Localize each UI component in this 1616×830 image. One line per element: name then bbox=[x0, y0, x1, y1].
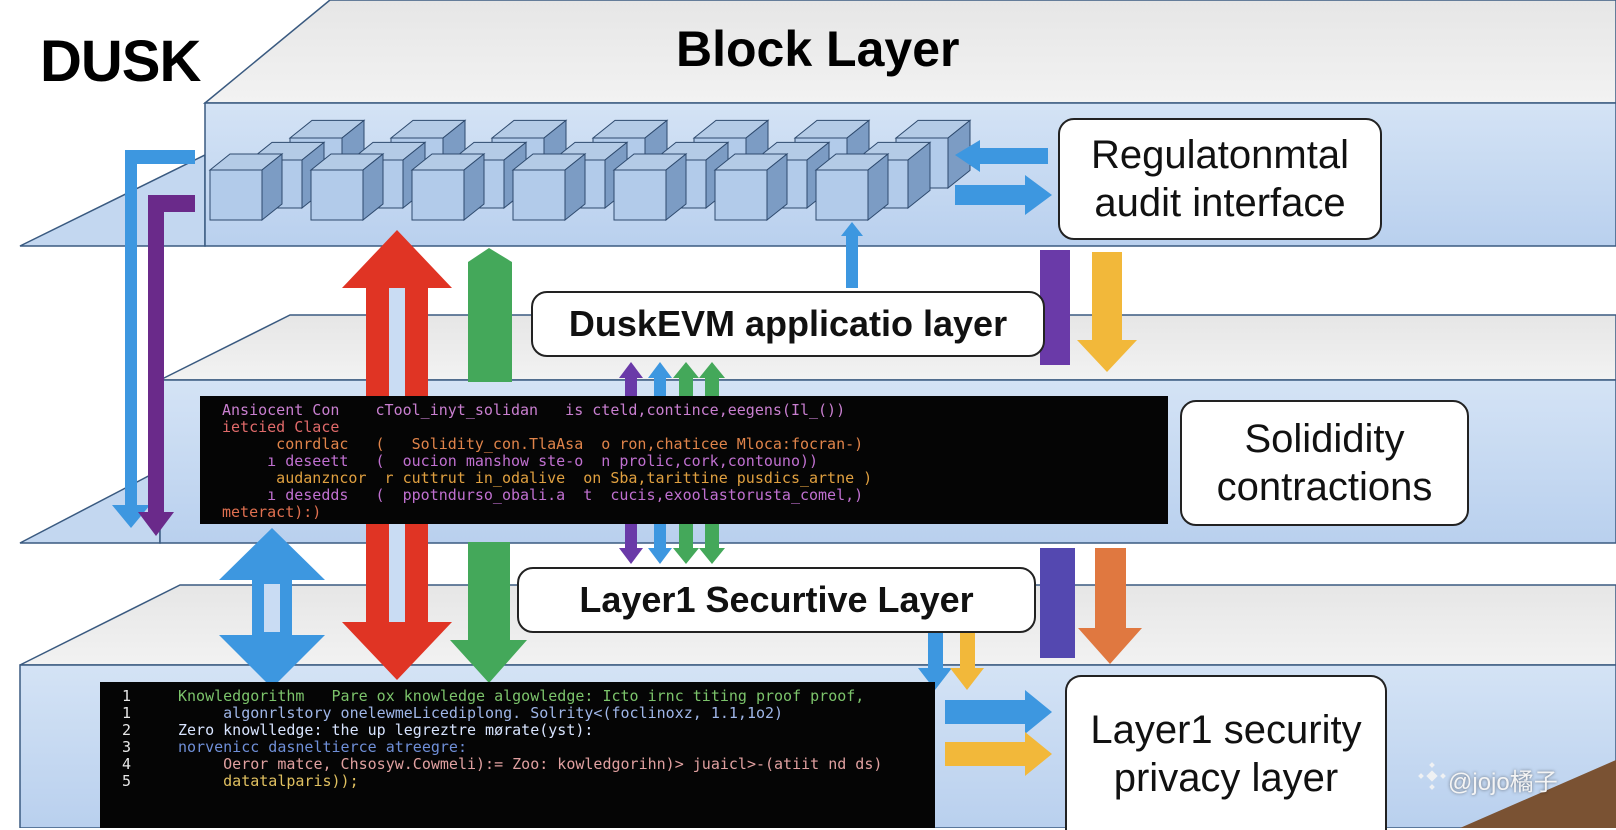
solidity-code-line: ı desedds ( ppotndurso_obali.a t cucis,e… bbox=[222, 486, 864, 504]
block-cubes bbox=[208, 119, 972, 222]
blue-up-arrow bbox=[841, 222, 863, 288]
block-cube bbox=[410, 152, 486, 222]
binance-logo-icon bbox=[1418, 762, 1446, 790]
solidity-code-line: ı deseett ( oucion manshow ste-o n proli… bbox=[222, 452, 819, 470]
block-cube bbox=[208, 152, 284, 222]
block-layer-title: Block Layer bbox=[676, 21, 960, 77]
solidity-code-line: audanzncor r cuttrut in_odalive on Sba,t… bbox=[222, 469, 873, 487]
solidity-code-line: Ansiocent Con cTool_inyt_solidan is ctel… bbox=[222, 401, 846, 419]
application-layer-text: DuskEVM applicatio layer bbox=[568, 303, 1008, 344]
blue-small-down-arrow bbox=[918, 632, 952, 690]
blue-left-arrow-regulatory bbox=[955, 140, 1048, 172]
security-layer-text: Layer1 Securtive Layer bbox=[579, 579, 974, 620]
code-text: algonrlstory onelewmeLicediplong. Solrit… bbox=[178, 704, 784, 722]
application-layer-label: DuskEVM applicatio layer bbox=[531, 291, 1045, 357]
solidity-box: Solididity contractions bbox=[1180, 400, 1469, 526]
yellow-down-arrow bbox=[1077, 252, 1137, 372]
yellow-small-down-arrow bbox=[950, 632, 984, 690]
security-layer-label: Layer1 Securtive Layer bbox=[517, 567, 1036, 633]
block-cube bbox=[511, 152, 587, 222]
code-text: Knowledgorithm Pare ox knowledge algowle… bbox=[178, 687, 865, 705]
zk-code-line: 5 datatalparis)); bbox=[122, 773, 913, 790]
solidity-code-line: ietcied Clace bbox=[222, 418, 340, 436]
zk-code-line: 2 Zero knowlledge: the up legreztre mørat… bbox=[122, 722, 913, 739]
purple-bar-arrow-lower bbox=[1040, 548, 1075, 658]
privacy-layer-box: Layer1 security privacy layer bbox=[1065, 675, 1387, 830]
zk-code-line: 1 algonrlstory onelewmeLicediplong. Solr… bbox=[122, 705, 913, 722]
line-number: 4 bbox=[122, 755, 132, 773]
block-cube bbox=[713, 152, 789, 222]
solidity-code-line: conrdlac ( Solidity_con.TlaAsa o ron,cha… bbox=[222, 435, 864, 453]
line-number: 1 bbox=[122, 704, 132, 722]
blue-right-arrow-privacy bbox=[945, 690, 1052, 734]
privacy-line1: Layer1 security bbox=[1090, 707, 1362, 752]
zk-code-line: 4 Oeror matce, Chsosyw.Cowmeli):= Zoo: k… bbox=[122, 756, 913, 773]
block-cube bbox=[814, 152, 890, 222]
code-text: norvenicc dasneltierce atreegre: bbox=[178, 738, 467, 756]
privacy-line2: privacy layer bbox=[1113, 755, 1339, 800]
regulatory-line1: Regulatonmtal bbox=[1091, 133, 1349, 177]
zk-code-line: 3 norvenicc dasneltierce atreegre: bbox=[122, 739, 913, 756]
block-cube bbox=[309, 152, 385, 222]
orange-down-arrow bbox=[1078, 548, 1142, 664]
line-number: 5 bbox=[122, 772, 132, 790]
ground-wedge bbox=[1460, 760, 1616, 828]
purple-bar-arrow bbox=[1040, 250, 1070, 365]
line-number: 1 bbox=[122, 687, 132, 705]
blue-right-arrow-regulatory bbox=[955, 175, 1052, 215]
left-purple-down-arrow bbox=[138, 195, 195, 536]
green-down-arrow bbox=[450, 542, 527, 683]
code-text: datatalparis)); bbox=[178, 772, 359, 790]
zk-code-panel: 1 Knowledgorithm Pare ox knowledge algowl… bbox=[100, 682, 935, 828]
code-text: Oeror matce, Chsosyw.Cowmeli):= Zoo: kow… bbox=[178, 755, 883, 773]
solidity-code-line: meteract):) bbox=[222, 503, 322, 521]
regulatory-audit-box: Regulatonmtal audit interface bbox=[1058, 118, 1382, 240]
solidity-line2: contractions bbox=[1216, 465, 1433, 509]
zk-code-line: 1 Knowledgorithm Pare ox knowledge algowl… bbox=[122, 688, 913, 705]
left-blue-down-arrow bbox=[112, 150, 195, 528]
line-number: 3 bbox=[122, 738, 132, 756]
block-cube bbox=[612, 152, 688, 222]
green-up-arrow bbox=[468, 248, 512, 382]
solidity-line1: Solididity bbox=[1244, 417, 1405, 461]
yellow-right-arrow-privacy bbox=[945, 732, 1052, 776]
solidity-code-panel: Ansiocent Con cTool_inyt_solidan is ctel… bbox=[200, 396, 1168, 524]
dusk-title: DUSK bbox=[40, 29, 201, 94]
watermark: @jojo橘子 bbox=[1448, 769, 1558, 796]
line-number: 2 bbox=[122, 721, 132, 739]
code-text: Zero knowlledge: the up legreztre mørate… bbox=[178, 721, 594, 739]
regulatory-line2: audit interface bbox=[1094, 181, 1346, 225]
